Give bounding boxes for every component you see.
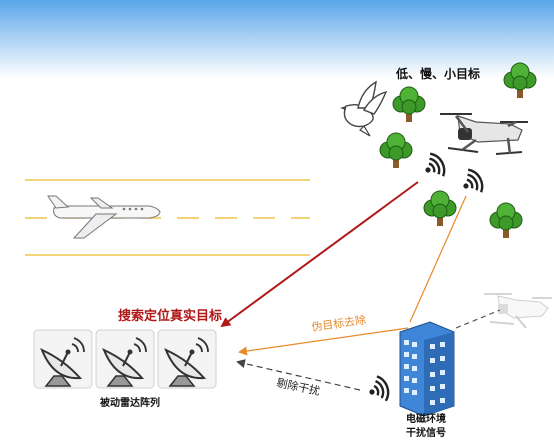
dove-icon: [340, 80, 388, 137]
true-target-arrow: [220, 181, 419, 328]
radar-dish-icon: [33, 329, 93, 389]
sky-band: [0, 0, 554, 78]
jam-removal-arrow: [236, 359, 361, 391]
false-target-arrow: [409, 195, 467, 323]
wifi-signal-icon: [456, 165, 488, 200]
drone-icon: [484, 293, 552, 329]
tree-icon: [392, 86, 426, 123]
wifi-signal-icon: [418, 149, 450, 184]
search-target-label: 搜索定位真实目标: [118, 308, 222, 324]
false-target-label: 伪目标去除: [310, 312, 366, 334]
false-target-arrow: [238, 327, 409, 356]
radar-array-label: 被动雷达阵列: [100, 396, 160, 409]
radar-dish-icon: [95, 329, 155, 389]
tree-icon: [489, 202, 523, 239]
wifi-signal-icon: [363, 373, 393, 407]
building-icon: [399, 321, 455, 417]
tree-icon: [379, 132, 413, 169]
small-targets-label: 低、慢、小目标: [395, 66, 480, 81]
em-env-label-line1: 电磁环境: [406, 412, 446, 425]
radar-array: [33, 329, 217, 389]
em-env-label-line2: 干扰信号: [406, 426, 446, 439]
false-target-link: [455, 309, 501, 329]
drone-icon: [440, 113, 528, 155]
tree-icon: [423, 190, 457, 227]
remove-jamming-label: 剔除干扰: [275, 375, 321, 398]
radar-dish-icon: [157, 329, 217, 389]
airplane-icon: [47, 195, 161, 239]
